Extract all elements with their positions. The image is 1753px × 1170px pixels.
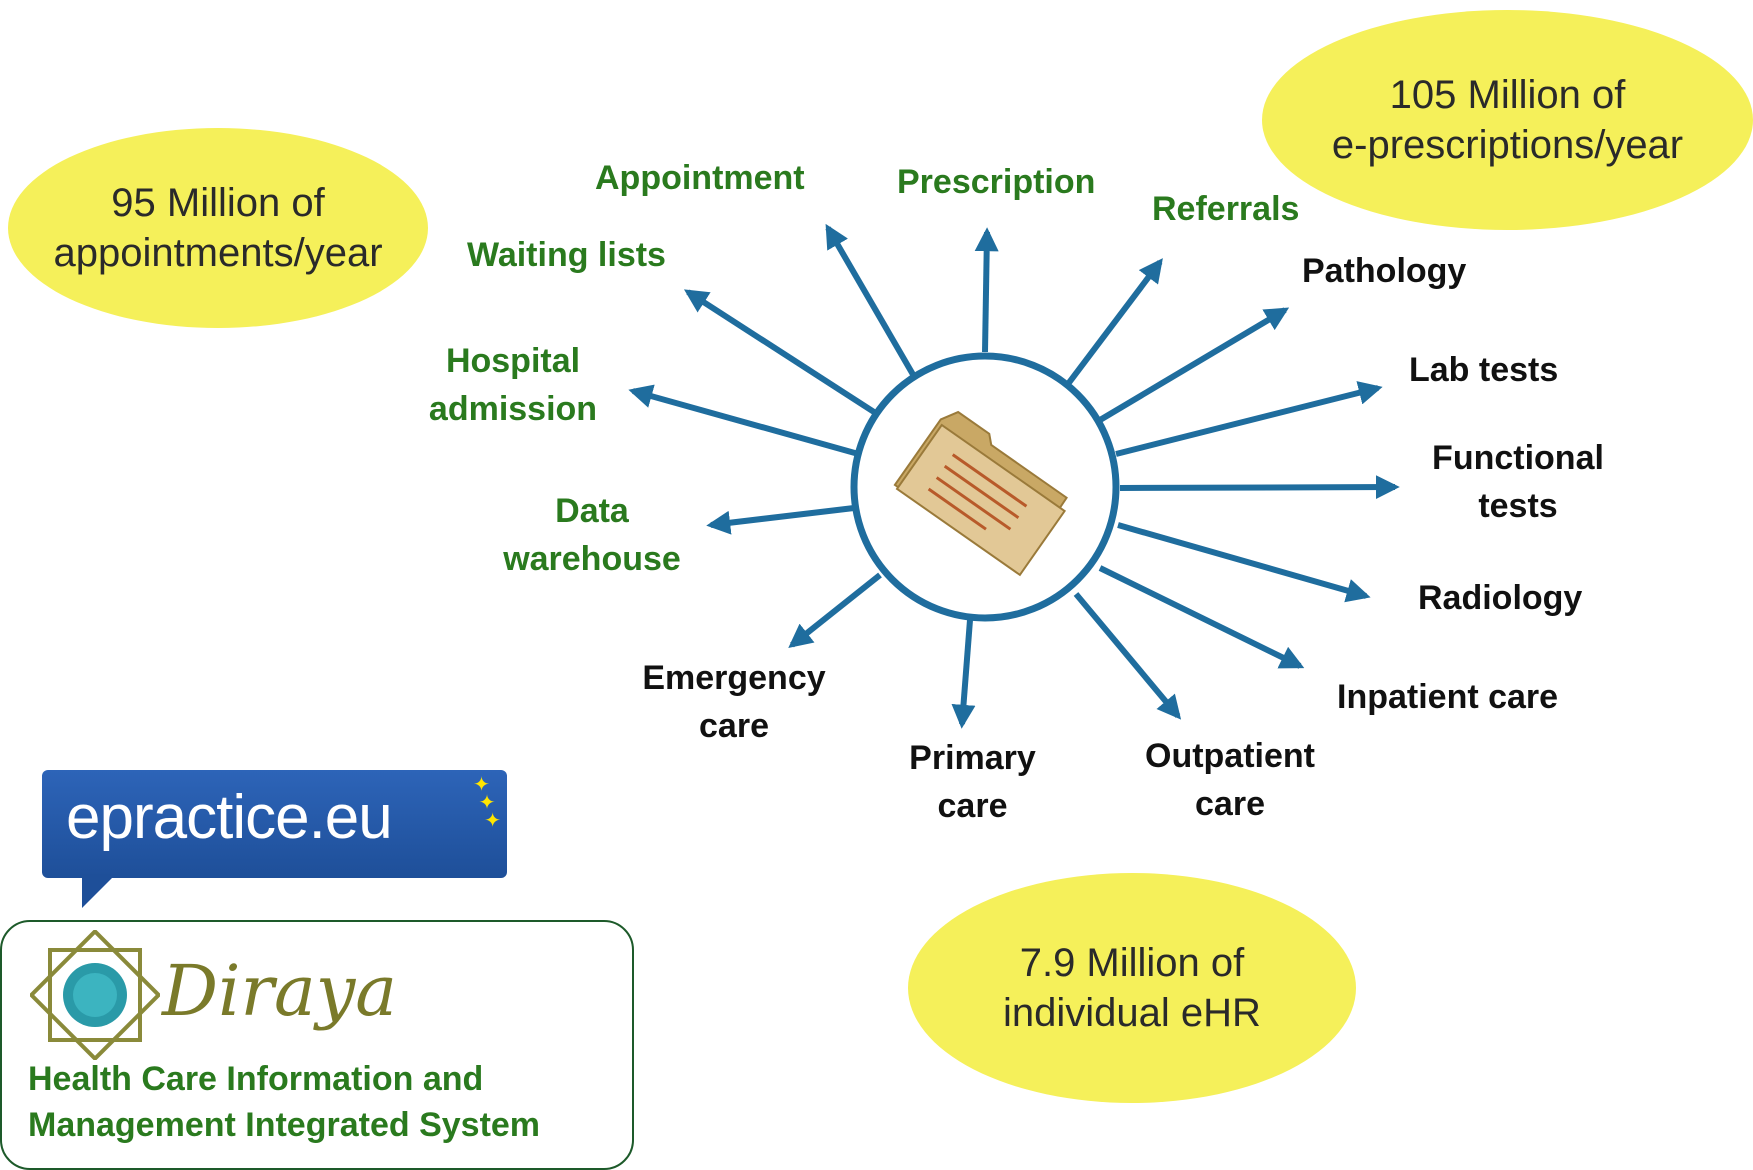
- label-inpatient-care: Inpatient care: [1337, 678, 1559, 716]
- label-referrals: Referrals: [1152, 190, 1300, 228]
- label-hospital-admission: Hospital admission: [428, 342, 598, 428]
- arrow-appointment: [825, 223, 918, 380]
- label-primary-care: Primary care: [909, 739, 1036, 825]
- speech-tail: [82, 874, 116, 908]
- arrow-waiting-lists: [683, 289, 876, 415]
- label-functional-tests: Functional tests: [1432, 439, 1604, 525]
- stars-icon: ✦ ✦ ✦: [473, 774, 501, 832]
- label-data-warehouse: Data warehouse: [503, 492, 681, 578]
- ehr-bubble: 7.9 Million of individual eHR: [908, 873, 1356, 1103]
- appointments-stat: 95 Million of appointments/year: [53, 181, 383, 275]
- label-outpatient-care: Outpatient care: [1145, 737, 1315, 823]
- prescriptions-bubble: 105 Million of e-prescriptions/year: [1262, 10, 1753, 230]
- diraya-star-icon: [30, 930, 160, 1060]
- label-lab-tests: Lab tests: [1409, 351, 1559, 389]
- ehr-stat: 7.9 Million of individual eHR: [1003, 941, 1261, 1035]
- arrow-outpatient-care: [1073, 592, 1182, 720]
- arrow-data-warehouse: [706, 505, 855, 535]
- appointments-bubble: 95 Million of appointments/year: [8, 128, 428, 328]
- label-pathology: Pathology: [1302, 252, 1467, 290]
- label-appointment: Appointment: [595, 159, 805, 197]
- arrow-lab-tests: [1115, 381, 1383, 457]
- label-waiting-lists: Waiting lists: [467, 236, 666, 274]
- diraya-subtitle: Health Care Information and Management I…: [28, 1060, 541, 1144]
- arrow-prescription: [974, 227, 999, 353]
- label-emergency-care: Emergency care: [642, 659, 826, 745]
- arrow-referrals: [1065, 258, 1163, 386]
- folder-icon: [893, 410, 1068, 577]
- arrow-hospital-admission: [628, 384, 863, 458]
- arrow-emergency-care: [788, 572, 882, 648]
- diraya-wordmark: Diraya: [162, 950, 397, 1032]
- diraya-panel: Diraya Health Care Information and Manag…: [0, 920, 634, 1170]
- epractice-logo: epractice.eu ✦ ✦ ✦: [42, 770, 507, 908]
- arrow-pathology: [1098, 307, 1290, 423]
- arrow-functional-tests: [1119, 475, 1400, 500]
- label-radiology: Radiology: [1418, 579, 1583, 617]
- arrow-primary-care: [951, 619, 976, 729]
- arrow-radiology: [1117, 522, 1371, 603]
- arrow-inpatient-care: [1098, 565, 1305, 669]
- epractice-wordmark: epractice.eu: [66, 783, 393, 852]
- prescriptions-stat: 105 Million of e-prescriptions/year: [1331, 73, 1684, 167]
- label-prescription: Prescription: [897, 163, 1096, 201]
